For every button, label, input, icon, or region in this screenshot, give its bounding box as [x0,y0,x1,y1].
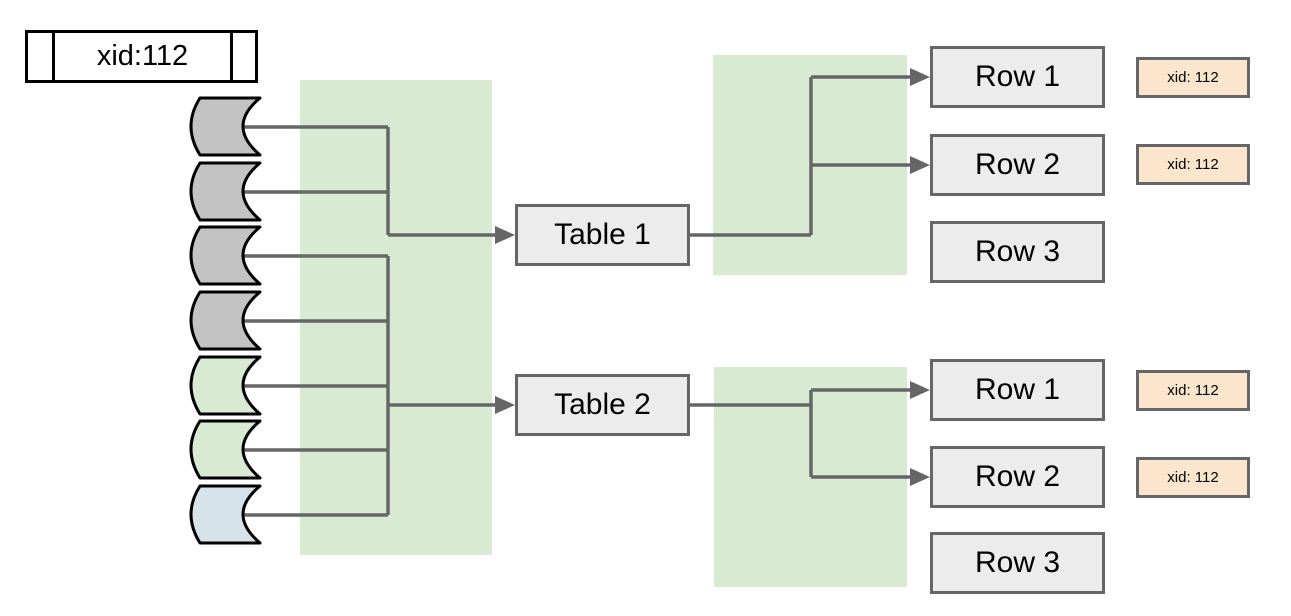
table1-row2-label: Row 2 [974,148,1061,181]
page-7-icon [189,484,262,545]
table2-row1-box: Row 1 [930,359,1105,421]
table2-label: Table 2 [554,388,651,421]
arrowhead-table1 [495,226,515,244]
table2-row1-label: Row 1 [974,373,1061,406]
arrowhead-table1-row2 [910,156,930,174]
table1-row1-box: Row 1 [930,46,1105,108]
pages-to-table1-connector [242,125,498,237]
xid-box-left-cell [28,33,55,80]
arrowhead-table2-row2 [910,468,930,486]
xid-badge-table1-row2: xid: 112 [1136,144,1250,185]
page-3-icon [189,225,262,286]
table1-row3-label: Row 3 [974,235,1061,268]
table1-row1-label: Row 1 [974,60,1061,93]
pages-to-table2-connector [242,254,500,517]
xid-badge-table2-row2: xid: 112 [1136,457,1250,498]
xid-badge-table2-row1: xid: 112 [1136,370,1250,411]
table1-box: Table 1 [515,204,690,266]
xid-box-label: xid:112 [96,40,189,72]
table2-row3-label: Row 3 [974,546,1061,579]
page-2-icon [189,161,262,222]
xid-box-right-cell [230,33,255,80]
table2-to-rows-connector [690,388,914,479]
transaction-xid-box: xid:112 [25,30,258,83]
page-4-icon [189,290,262,351]
table2-row2-box: Row 2 [930,446,1105,508]
page-1-icon [189,96,262,157]
table2-box: Table 2 [515,374,690,436]
table1-row2-box: Row 2 [930,134,1105,196]
highlight-region-pages [300,80,492,555]
table1-to-rows-connector [690,75,914,237]
xid-badge-table1-row1: xid: 112 [1136,57,1250,98]
table2-row3-box: Row 3 [930,532,1105,594]
table1-row3-box: Row 3 [930,221,1105,283]
arrowhead-table2-row1 [910,381,930,399]
pages-group [189,96,262,545]
arrowhead-table2 [495,396,515,414]
table2-row2-label: Row 2 [974,460,1061,493]
page-6-icon [189,419,262,480]
page-5-icon [189,355,262,416]
arrowhead-table1-row1 [910,68,930,86]
table1-label: Table 1 [554,218,651,251]
